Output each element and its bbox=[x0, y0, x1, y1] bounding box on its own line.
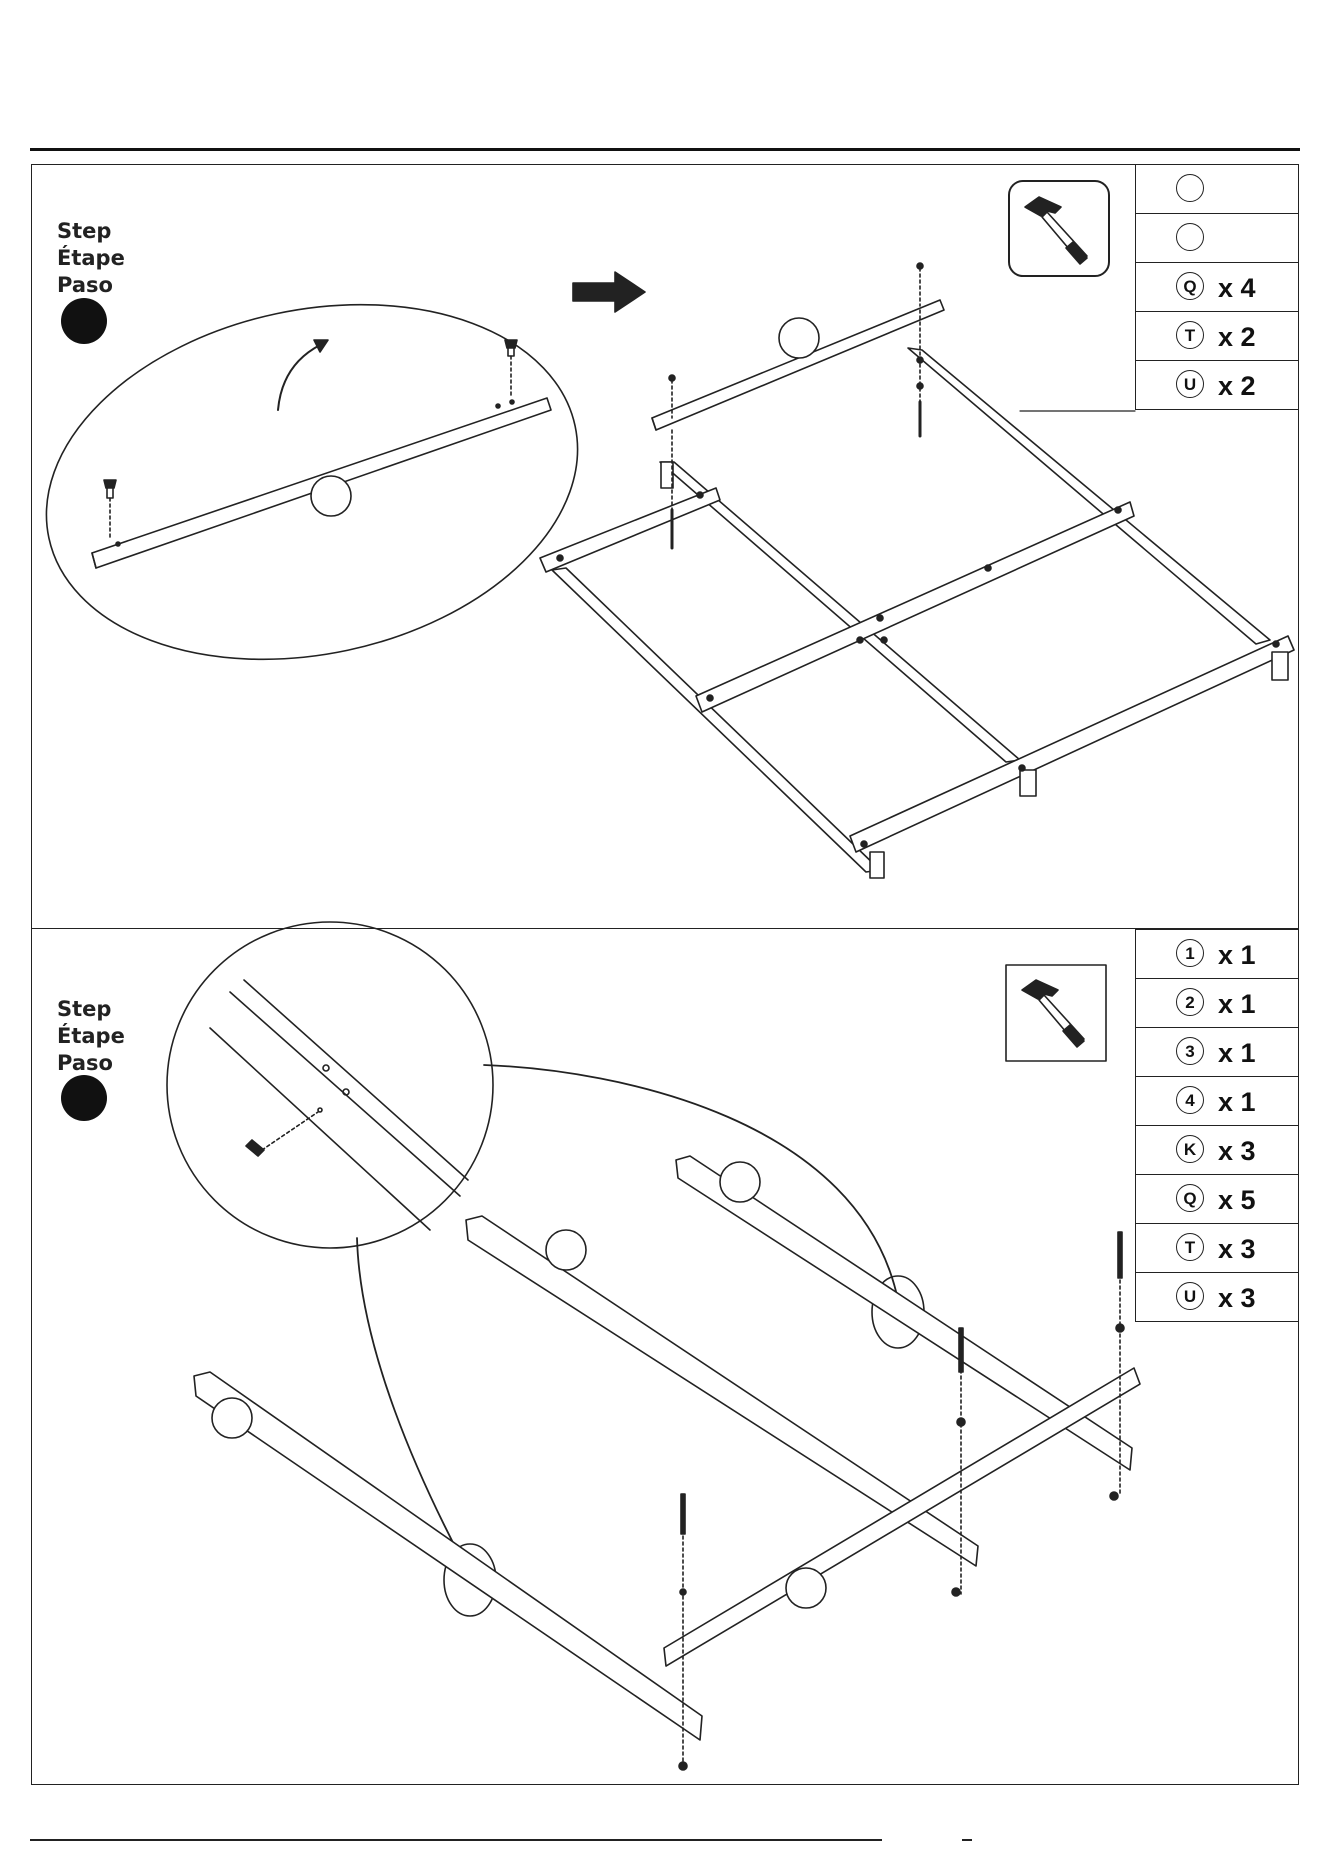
bed-frame bbox=[540, 348, 1294, 878]
footer-tick bbox=[962, 1839, 972, 1841]
rotate-arrowhead bbox=[314, 340, 328, 352]
rail-detail bbox=[210, 980, 468, 1230]
hammer-icon bbox=[1009, 181, 1109, 276]
next-arrow-icon bbox=[573, 272, 645, 312]
part-callout-circle bbox=[311, 476, 351, 516]
part-callout-circle bbox=[720, 1162, 760, 1202]
bolt-icon bbox=[104, 480, 116, 538]
footer-rule bbox=[30, 1839, 882, 1841]
part-callout-circle bbox=[786, 1568, 826, 1608]
rotate-arrow bbox=[278, 345, 320, 410]
hammer-icon bbox=[1006, 965, 1106, 1061]
bolt-icon bbox=[505, 340, 517, 398]
part-callout-circle bbox=[212, 1398, 252, 1438]
part-callout-circle bbox=[546, 1230, 586, 1270]
part-callout-circle bbox=[779, 318, 819, 358]
detail-callout bbox=[167, 922, 493, 1248]
bed-frame bbox=[194, 1156, 1140, 1740]
